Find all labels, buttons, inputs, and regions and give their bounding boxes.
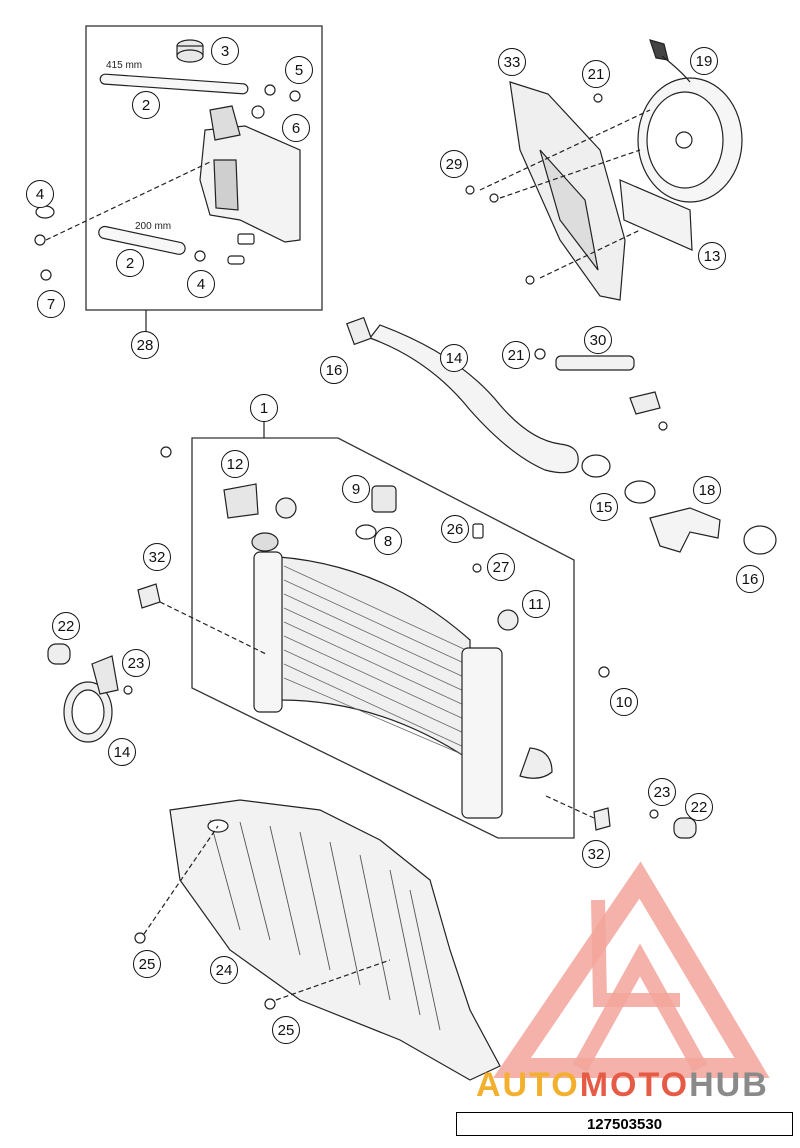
radiator-fan xyxy=(637,39,743,203)
callout-13: 13 xyxy=(698,242,726,270)
expansion-tank xyxy=(199,105,301,243)
callout-23: 23 xyxy=(122,649,150,677)
callout-3: 3 xyxy=(211,37,239,65)
callout-8: 8 xyxy=(374,527,402,555)
radiator-kit-outline xyxy=(191,437,575,839)
radiator xyxy=(251,532,553,819)
hose-200mm xyxy=(98,225,186,255)
callout-32: 32 xyxy=(143,543,171,571)
callout-21: 21 xyxy=(582,60,610,88)
watermark-moto: MOTO xyxy=(579,1066,690,1104)
callout-24: 24 xyxy=(210,956,238,984)
automotohub-watermark: AUTOMOTOHUB xyxy=(476,1066,769,1105)
callout-2: 2 xyxy=(116,249,144,277)
callout-25: 25 xyxy=(133,950,161,978)
callout-25: 25 xyxy=(272,1016,300,1044)
watermark-hub: HUB xyxy=(689,1066,769,1104)
callout-16: 16 xyxy=(320,356,348,384)
callout-11: 11 xyxy=(522,590,550,618)
bracket-13 xyxy=(619,179,693,251)
callout-22: 22 xyxy=(685,793,713,821)
kit-28-frame xyxy=(85,25,323,311)
callout-18: 18 xyxy=(693,476,721,504)
callout-30: 30 xyxy=(584,326,612,354)
callout-28: 28 xyxy=(131,331,159,359)
callout-4: 4 xyxy=(26,180,54,208)
automotohub-logo-mark xyxy=(493,861,770,1078)
callout-1: 1 xyxy=(250,394,278,422)
callout-21: 21 xyxy=(502,341,530,369)
callout-7: 7 xyxy=(37,290,65,318)
callout-2: 2 xyxy=(132,91,160,119)
callout-6: 6 xyxy=(282,114,310,142)
lower-hose-18 xyxy=(649,507,721,553)
callout-16: 16 xyxy=(736,565,764,593)
callout-4: 4 xyxy=(187,270,215,298)
callout-14: 14 xyxy=(440,344,468,372)
callout-14: 14 xyxy=(108,738,136,766)
hose-long-dimension: 415 mm xyxy=(106,60,143,71)
callout-9: 9 xyxy=(342,475,370,503)
watermark-auto: AUTO xyxy=(476,1066,580,1104)
expansion-cap xyxy=(176,39,204,63)
callout-15: 15 xyxy=(590,493,618,521)
callout-10: 10 xyxy=(610,688,638,716)
callout-12: 12 xyxy=(221,450,249,478)
horn xyxy=(47,643,119,743)
radiator-cap-12 xyxy=(223,483,259,519)
callout-23: 23 xyxy=(648,778,676,806)
callout-26: 26 xyxy=(441,515,469,543)
bracket-30 xyxy=(555,355,635,371)
callout-27: 27 xyxy=(487,553,515,581)
callout-33: 33 xyxy=(498,48,526,76)
callout-5: 5 xyxy=(285,56,313,84)
upper-radiator-hose xyxy=(369,324,579,474)
callout-22: 22 xyxy=(52,612,80,640)
part-number-label: 127503530 xyxy=(456,1112,793,1136)
callout-32: 32 xyxy=(582,840,610,868)
callout-19: 19 xyxy=(690,47,718,75)
hose-415mm xyxy=(99,73,249,95)
callout-29: 29 xyxy=(440,150,468,178)
hose-short-dimension: 200 mm xyxy=(135,221,172,232)
radiator-guard xyxy=(169,799,501,1081)
fan-shroud xyxy=(509,81,626,301)
